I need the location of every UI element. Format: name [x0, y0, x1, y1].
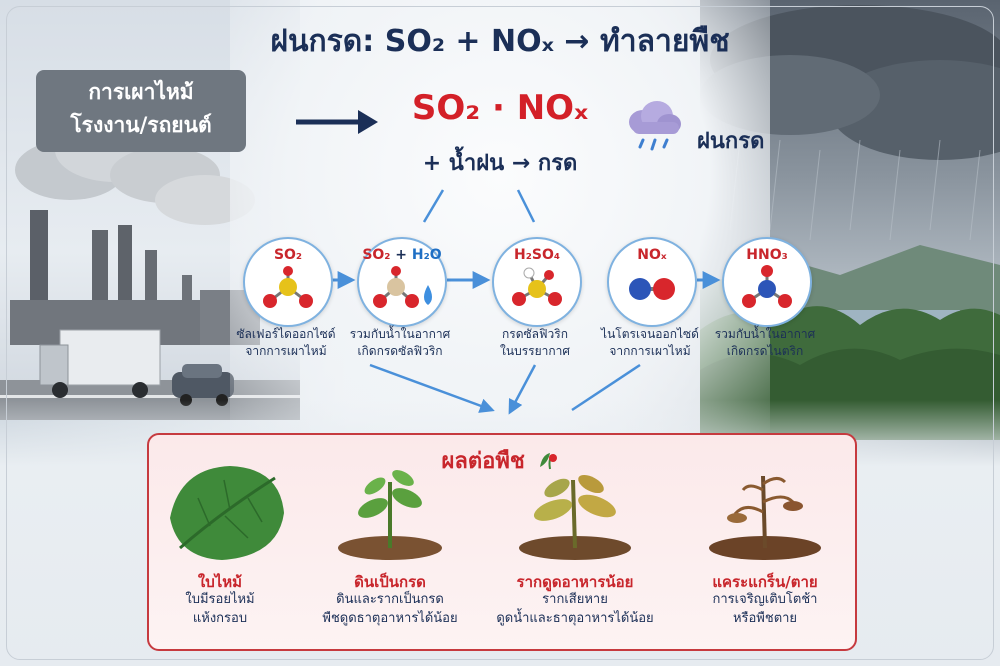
center-glow: [230, 0, 770, 440]
stage-desc-line: พืชดูดธาตุอาหารได้น้อย: [322, 611, 458, 626]
rain-cloud-icon: [629, 101, 681, 151]
flow-arrow: [369, 363, 495, 413]
caption-line: จากการเผาไหม้: [245, 344, 327, 358]
water-drop-icon: [424, 285, 432, 305]
acid-rain-label: ฝนกรด: [697, 129, 765, 154]
dead-plant-icon: [709, 475, 821, 560]
stage-title: รากดูดอาหารน้อย: [516, 573, 634, 591]
connector-line: [516, 189, 536, 223]
emission-source-box: การเผาไหม้ โรงงาน/รถยนต์: [36, 70, 246, 152]
node-label: SO₂ + H₂O: [359, 247, 445, 263]
plant-wilting-icon: [540, 453, 558, 470]
node-label: H₂SO₄: [514, 247, 560, 263]
effects-title-text: ผลต่อพืช: [441, 449, 525, 474]
label-plus: +: [390, 247, 412, 263]
node-so2-h2o: SO₂ + H₂O: [357, 237, 447, 327]
label-h2o: H₂O: [411, 247, 442, 263]
sulfur-dioxide-water-icon: [373, 266, 432, 308]
caption-line: เกิดกรดซัลฟิวริก: [357, 344, 443, 358]
burned-leaf-icon: [170, 466, 284, 560]
node-label: NOₓ: [637, 247, 667, 263]
stage-desc-line: ใบมีรอยไหม้: [185, 592, 255, 607]
stage-description: ดินและรากเป็นกรด พืชดูดธาตุอาหารได้น้อย: [295, 590, 485, 628]
node-label: SO₂: [273, 247, 303, 263]
source-line-2: โรงงาน/รถยนต์: [70, 113, 212, 137]
node-so2: SO₂: [243, 237, 333, 327]
node-caption: กรดซัลฟิวริก ในบรรยากาศ: [460, 326, 610, 360]
source-line-1: การเผาไหม้: [88, 80, 194, 104]
stage-desc-line: การเจริญเติบโตช้า: [712, 592, 818, 607]
effects-title: ผลต่อพืช: [400, 443, 600, 478]
label-so2: SO₂: [362, 247, 391, 263]
caption-line: ไนโตรเจนออกไซด์: [601, 327, 699, 341]
pollutant-formula: SO₂ · NOₓ: [411, 88, 589, 128]
node-caption: รวมกับน้ำในอากาศ เกิดกรดไนตริก: [690, 326, 840, 360]
caption-line: รวมกับน้ำในอากาศ: [714, 327, 816, 341]
sulfuric-acid-molecule-icon: [512, 267, 562, 306]
node-h2so4: H₂SO₄: [492, 237, 582, 327]
page-title: ฝนกรด: SO₂ + NOₓ → ทำลายพืช: [270, 24, 730, 59]
stage-description: ใบมีรอยไหม้ แห้งกรอบ: [125, 590, 315, 628]
stage-title: ใบไหม้: [197, 573, 243, 591]
outer-frame: [6, 6, 994, 660]
caption-line: รวมกับน้ำในอากาศ: [349, 327, 451, 341]
flow-arrow: [508, 364, 537, 415]
node-caption: ไนโตรเจนออกไซด์ จากการเผาไหม้: [575, 326, 725, 360]
stage-description: รากเสียหาย ดูดน้ำและธาตุอาหารได้น้อย: [480, 590, 670, 628]
yellowing-plant-icon: [519, 474, 631, 560]
node-nox: NOₓ: [607, 237, 697, 327]
caption-line: ในบรรยากาศ: [500, 344, 570, 358]
connector-line: [571, 363, 641, 412]
caption-line: กรดซัลฟิวริก: [502, 327, 568, 341]
stage-desc-line: รากเสียหาย: [542, 592, 608, 607]
node-label: HNO₃: [746, 247, 788, 263]
caption-line: เกิดกรดไนตริก: [726, 344, 804, 358]
caption-line: ซัลเฟอร์ไดออกไซด์: [236, 327, 336, 341]
stage-description: การเจริญเติบโตช้า หรือพืชตาย: [670, 590, 860, 628]
node-caption: ซัลเฟอร์ไดออกไซด์ จากการเผาไหม้: [211, 326, 361, 360]
nitrogen-oxide-molecule-icon: [629, 278, 675, 300]
node-caption: รวมกับน้ำในอากาศ เกิดกรดซัลฟิวริก: [325, 326, 475, 360]
connector-line: [422, 189, 445, 223]
stage-desc-line: ดินและรากเป็นกรด: [336, 592, 444, 607]
caption-line: จากการเผาไหม้: [609, 344, 691, 358]
stage-desc-line: แห้งกรอบ: [192, 611, 248, 626]
nitric-acid-molecule-icon: [742, 265, 792, 308]
source-arrow: [296, 110, 378, 134]
stage-desc-line: หรือพืชตาย: [732, 611, 798, 626]
seedling-acid-soil-icon: [338, 470, 442, 560]
sulfur-dioxide-molecule-icon: [263, 266, 313, 308]
node-hno3: HNO₃: [722, 237, 812, 327]
stage-title: แคระแกร็น/ตาย: [712, 573, 818, 591]
stage-title: ดินเป็นกรด: [354, 573, 426, 591]
acid-formation-equation: + น้ำฝน → กรด: [422, 151, 578, 176]
stage-desc-line: ดูดน้ำและธาตุอาหารได้น้อย: [496, 611, 654, 626]
